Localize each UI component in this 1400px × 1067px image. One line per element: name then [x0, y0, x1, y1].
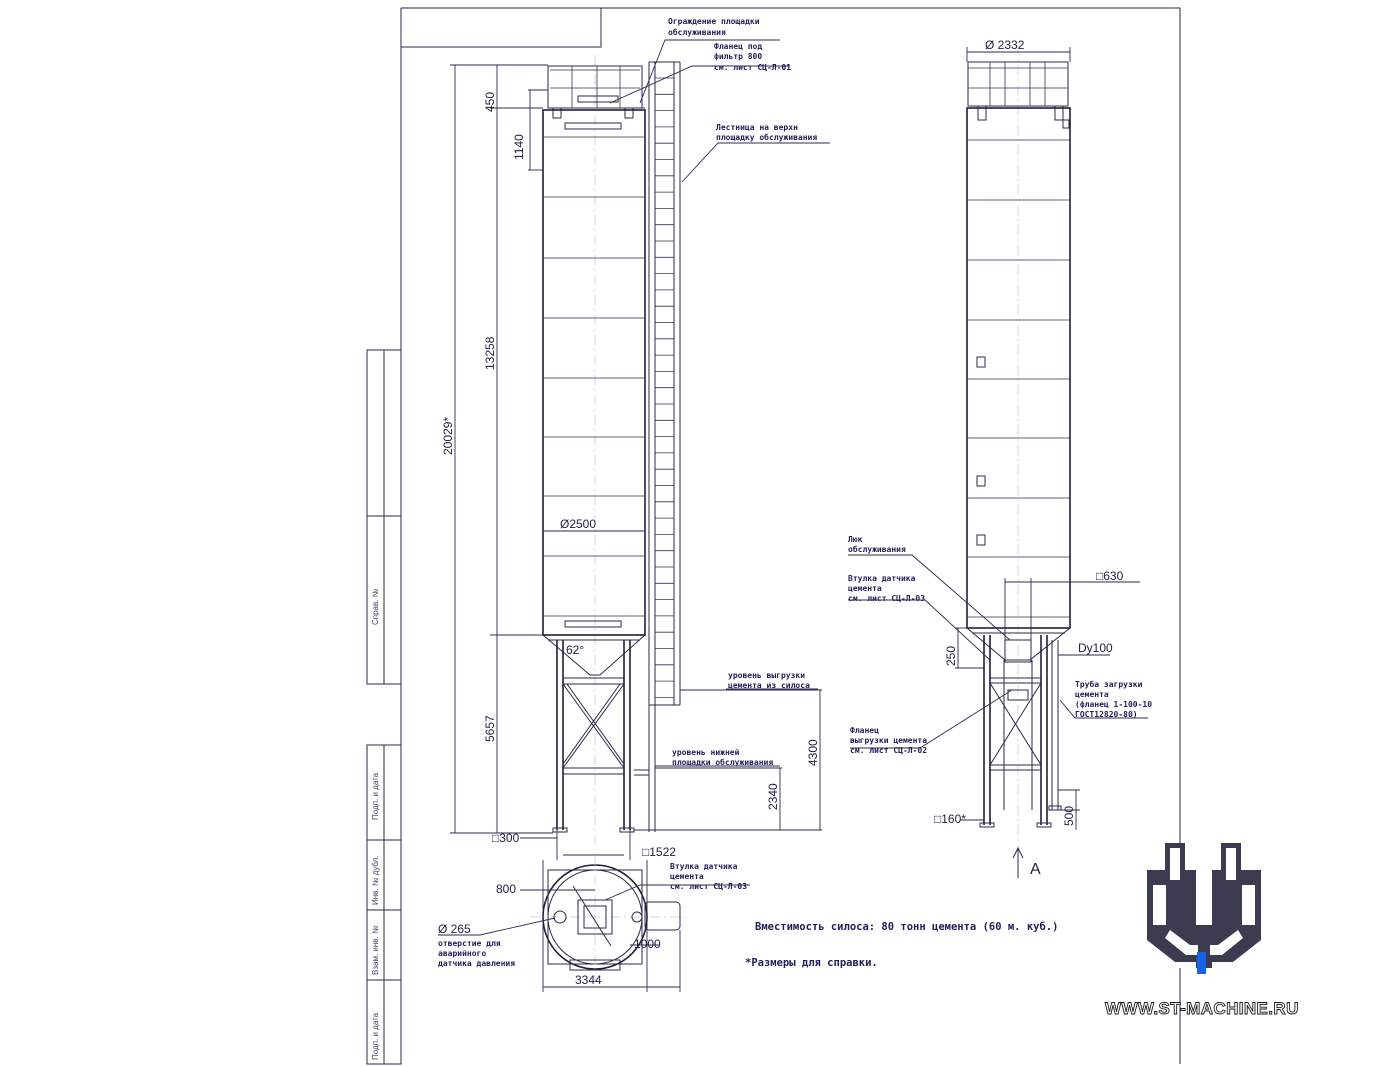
dim-500: 500 [1062, 806, 1076, 826]
note-reference: *Размеры для справки. [745, 957, 878, 969]
dim-265: Ø 265 [438, 922, 471, 936]
dim-13258: 13258 [483, 336, 497, 370]
label-guard-1: Ограждение площадки [668, 17, 760, 26]
label-unload-level-1: уровень выгрузки [728, 671, 805, 680]
plan-view-labels: Втулка датчика цемента см. лист СЦ-Л-03 … [438, 862, 747, 968]
dim-450: 450 [483, 92, 497, 112]
dim-2332: Ø 2332 [985, 38, 1025, 52]
stamp-inv-dubl: Инв. № дубл. [371, 855, 380, 905]
label-sensor-plan-2: цемента [670, 872, 704, 881]
label-sensor-plan-1: Втулка датчика [670, 862, 738, 871]
label-hatch-1: Люк [848, 535, 863, 544]
label-sensor-side-1: Втулка датчика [848, 574, 916, 583]
label-emergency-hole-2: аварийного [438, 949, 486, 958]
label-emergency-hole-3: датчика давления [438, 959, 515, 968]
label-emergency-hole-1: отверстие для [438, 939, 501, 948]
label-hatch-2: обслуживания [848, 544, 906, 554]
side-view-labels: Люк обслуживания Втулка датчика цемента … [848, 535, 1152, 755]
label-flange-filter-2: фильтр 800 [714, 52, 762, 61]
dim-630: □630 [1096, 569, 1124, 583]
label-lower-platform-2: площадки обслуживания [672, 757, 773, 767]
front-view: 450 1140 13258 20029* 5657 Ø2500 62° □30… [441, 39, 830, 860]
dim-2500: Ø2500 [560, 517, 596, 531]
dim-1522: □1522 [642, 845, 676, 859]
dim-3344: 3344 [575, 973, 602, 987]
stamp-column: Справ. № Подп. и дата Инв. № дубл. Взам.… [366, 349, 402, 1065]
sheet-frame [400, 7, 1181, 1064]
label-lower-platform-1: уровень нижней [672, 748, 740, 757]
dim-300: □300 [492, 831, 520, 845]
dim-160: □160* [934, 812, 966, 826]
dim-250: 250 [944, 646, 958, 666]
dim-1000: 1000 [634, 937, 661, 951]
st-machine-logo: WWW.ST-MACHINE.RU [1105, 843, 1299, 1018]
label-load-pipe-4: ГОСТ12820-80) [1075, 710, 1138, 719]
label-load-pipe-2: цемента [1075, 690, 1109, 699]
dim-dy100: Dy100 [1078, 641, 1113, 655]
label-sensor-plan-3: см. лист СЦ-Л-03 [670, 882, 747, 891]
label-unload-level-2: цемента из силоса [728, 681, 810, 690]
label-unload-flange-3: см. лист СЦ-Л-02 [850, 746, 927, 755]
view-a-label: A [1030, 861, 1041, 878]
dim-20029: 20029* [441, 417, 455, 455]
label-unload-flange-2: выгрузки цемента [850, 736, 927, 745]
label-load-pipe-3: (фланец 1-100-10 [1075, 700, 1152, 709]
label-guard-2: обслуживания [668, 27, 726, 37]
side-view: Ø 2332 □630 250 Dy100 □160* 500 A [848, 38, 1148, 878]
stamp-vzam: Взам. инв. № [371, 925, 380, 975]
notes: Вместимость силоса: 80 тонн цемента (60 … [745, 921, 1058, 969]
label-ladder-2: площадку обслуживания [716, 132, 817, 142]
dim-800: 800 [496, 882, 516, 896]
dim-1140: 1140 [512, 134, 526, 160]
dim-4300: 4300 [806, 739, 820, 766]
stamp-podp-1: Подп. и дата [371, 772, 380, 820]
label-ladder-1: Лестница на верхн [716, 123, 798, 132]
label-flange-filter-3: см. лист СЦ-Л-01 [714, 63, 791, 72]
label-sensor-side-2: цемента [848, 584, 882, 593]
label-unload-flange-1: Фланец [850, 726, 879, 735]
plan-view: 800 Ø 265 1000 3344 [438, 855, 750, 992]
logo-text: WWW.ST-MACHINE.RU [1105, 999, 1299, 1018]
dim-62: 62° [566, 643, 584, 657]
label-flange-filter-1: Фланец под [714, 42, 762, 51]
stamp-podp-2: Подп. и дата [371, 1012, 380, 1060]
label-load-pipe-1: Труба загрузки [1075, 679, 1143, 689]
front-view-labels: Ограждение площадки обслуживания Фланец … [668, 17, 817, 767]
stamp-sprav: Справ. № [371, 588, 380, 625]
dim-5657: 5657 [483, 715, 497, 742]
note-capacity: Вместимость силоса: 80 тонн цемента (60 … [755, 921, 1058, 933]
dim-2340: 2340 [766, 783, 780, 810]
label-sensor-side-3: см. лист СЦ-Л-03 [848, 594, 925, 603]
